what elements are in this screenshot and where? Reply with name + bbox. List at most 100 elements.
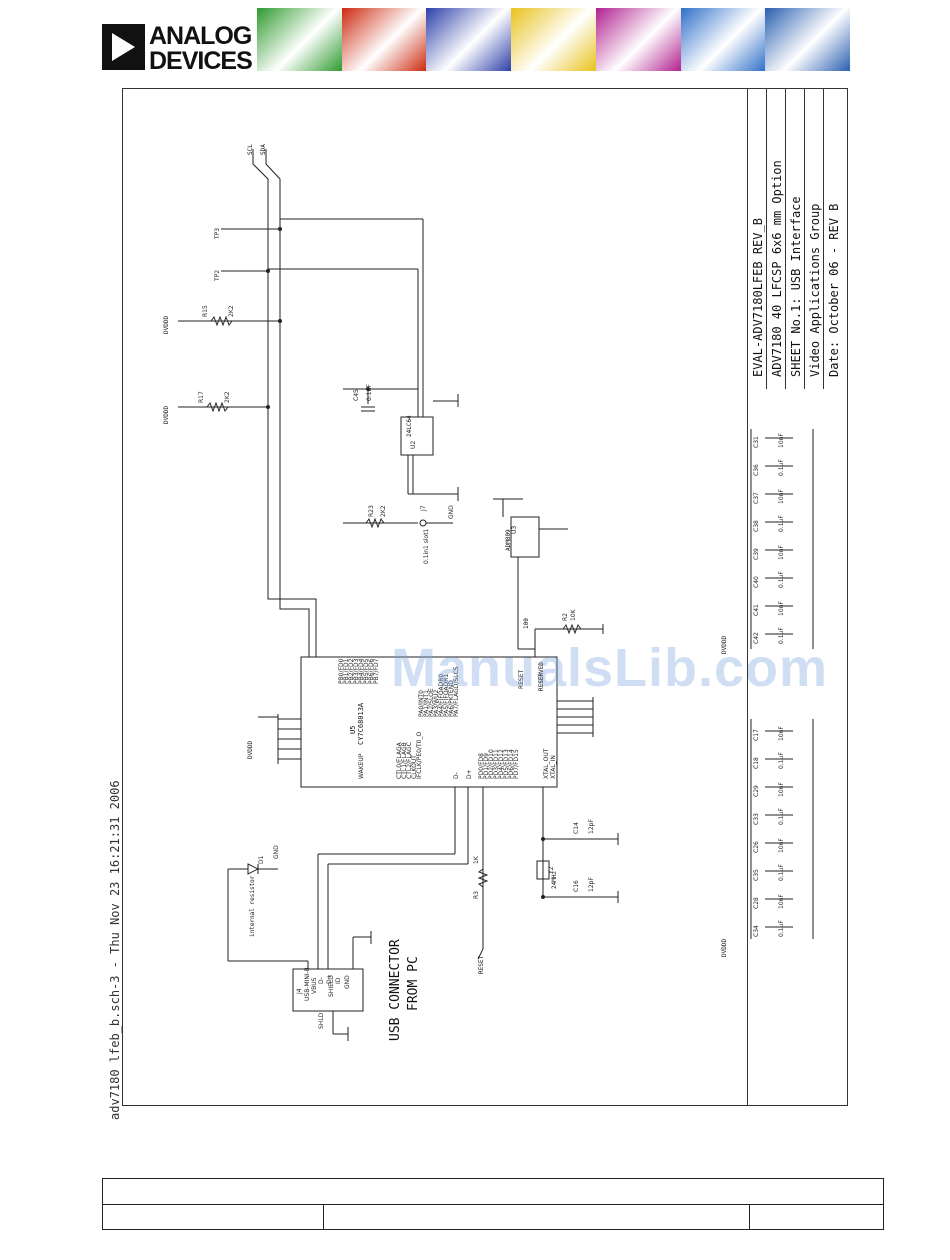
j4-id: ID: [335, 977, 342, 984]
u5-pin-ctl: CTL0/FLAGA: [396, 741, 403, 779]
u5-pin-pb: PB0/FD0: [338, 658, 345, 684]
cap-row-b-ref: C17: [753, 729, 760, 741]
u5-pin-pa: PA0/INT0: [418, 690, 425, 717]
dvddd-label-1: DVDDD: [163, 405, 170, 424]
cap-row-a-ref: C39: [753, 548, 760, 560]
tp2-label: TP2: [214, 270, 221, 282]
j4-ref: J4: [296, 988, 303, 995]
usb-connector-label: USB CONNECTOR: [388, 939, 403, 1041]
u3-part-label: ADM809: [505, 529, 512, 551]
u5-pin-pb: PB1/FD1: [343, 658, 350, 684]
u5-pin-ctl: IFCLK/PE0/T0_O: [416, 732, 423, 779]
cap-row-a-value: 10nF: [778, 545, 785, 560]
title-group: Video Applications Group: [808, 203, 822, 377]
tp3-label: TP3: [214, 228, 221, 240]
u5-pin-pa: PA3/WU2: [433, 689, 440, 717]
title-row-4: [805, 89, 824, 389]
schematic-drawing: PA0/INT0PA1/INT1PA2/SLOEPA3/WU2PA4/FIFOA…: [178, 149, 814, 1041]
u5-pin-pd: PD4/FD12: [498, 749, 505, 779]
j4-part: USB-MINI-B: [304, 967, 311, 1001]
r17-ref: R17: [198, 391, 205, 403]
j4-gnd: GND: [344, 975, 351, 989]
cap-row-a-value: 0.1uF: [778, 515, 785, 532]
u5-ref-label: U5: [349, 725, 357, 734]
banner-segment: [680, 8, 766, 71]
banner-segment: [257, 8, 342, 71]
c45-value: 0.1uF: [366, 384, 373, 401]
analog-devices-logo: ANALOG DEVICES: [100, 16, 253, 75]
u5-pin-ctl: CTL2/FLAGC: [406, 742, 413, 779]
cap-row-a-ref: C36: [753, 464, 760, 476]
u5-pin-pb: PB5/FD5: [363, 658, 370, 684]
u3-ref: U3: [511, 526, 518, 534]
u5-pin-pb: PB6/FD6: [368, 658, 375, 684]
title-row-2: [767, 89, 786, 389]
u5-pin-pd: PD7/FD15: [513, 749, 520, 779]
file-stamp: adv7180 lfeb_b.sch-3 - Thu Nov 23 16:21:…: [108, 780, 122, 1120]
u5-pin-pb: PB3/FD3: [353, 658, 360, 684]
j4-dm: D-: [318, 977, 325, 984]
r100-label: 100: [523, 618, 530, 629]
title-board-name: EVAL-ADV7180LFEB REV_B: [751, 218, 765, 377]
banner-segment: [341, 8, 427, 71]
r15-value: 2K2: [228, 305, 235, 317]
internal-resistor-label: internal resistor: [249, 875, 256, 937]
u5-pin-pa: PA2/SLOE: [428, 688, 435, 717]
r3-value: 1K: [473, 855, 480, 864]
u5-pin-pd: PD0/FD8: [478, 753, 485, 779]
u5-pin-pa: PA1/INT1: [423, 690, 430, 717]
banner-segment: [595, 8, 681, 71]
u5-pin-pb: PB4/FD4: [358, 658, 365, 684]
u5-pin-pd: PD5/FD13: [503, 749, 510, 779]
u5-pin-pd: PD3/FD11: [493, 749, 500, 779]
j4-dp: D+: [326, 974, 333, 984]
c45-ref: C45: [353, 389, 360, 401]
u5-pin-reset: RESET: [518, 669, 525, 689]
logo-line-2: DEVICES: [149, 47, 253, 75]
title-block: EVAL-ADV7180LFEB REV_B ADV7180 40 LFCSP …: [747, 89, 848, 1105]
c16-value: 12pF: [588, 877, 595, 892]
cap-row-b-ref: C28: [753, 897, 760, 909]
cap-row-a-ref: C37: [753, 492, 760, 504]
watermark-text: ManualsLib.com: [391, 638, 829, 698]
cap-row-b-ref: C18: [753, 757, 760, 769]
j4-shld: SHLD: [318, 1012, 325, 1029]
footer-table: [102, 1178, 884, 1230]
cap-row-b-value: 10nF: [778, 726, 785, 741]
dvddd-label-5: DVDDD: [721, 938, 728, 957]
u5-pin-wakeup: WAKEUP: [358, 753, 365, 779]
u5-pin-ctl: CLKOUT: [411, 755, 418, 779]
u5-pin-pb: PB2/FD2: [348, 658, 355, 684]
cap-row-a-value: 10nF: [778, 489, 785, 504]
banner-segment: [511, 8, 596, 71]
scl-label: SCL: [247, 144, 254, 155]
cap-row-b-ref: C26: [753, 841, 760, 853]
u5-pin-dplus: D+: [466, 769, 473, 779]
dvddd-label-3: DVDDD: [247, 740, 254, 759]
cap-row-b-value: 10nF: [778, 838, 785, 853]
reset-net-label: RESET: [478, 955, 485, 974]
y2-freq-label: 24MHz: [551, 870, 558, 889]
cap-row-b-value: 0.1uF: [778, 864, 785, 881]
c16-ref: C16: [573, 880, 580, 892]
cap-row-a-ref: C40: [753, 576, 760, 588]
cap-row-a-ref: C31: [753, 436, 760, 448]
u2-part-label: 24LC64: [406, 415, 413, 437]
r23-ref: R23: [368, 505, 375, 517]
cap-row-b-ref: C33: [753, 813, 760, 825]
u5-pin-pa: PA6/PKTEND: [448, 680, 455, 717]
u5-pin-pa: PA7/FLAGD/SLCS: [453, 666, 460, 717]
j4-shield: SHIELD: [328, 975, 335, 997]
banner-segment: [765, 8, 851, 71]
r3-ref: R3: [473, 891, 480, 899]
jumper-label: 0.1in1 slot1: [423, 528, 430, 564]
gnd-label: GND: [448, 505, 455, 519]
cap-row-a-value: 10nF: [778, 433, 785, 448]
r17-value: 2K2: [224, 391, 231, 403]
page-header: ANALOG DEVICES: [100, 8, 851, 75]
usb-from-pc-label: FROM PC: [406, 956, 421, 1011]
u5-pin-dminus: D-: [453, 772, 460, 779]
reserved-label: RESERVED: [538, 662, 545, 691]
cap-row-a-value: 0.1uF: [778, 627, 785, 644]
banner-segment: [426, 8, 512, 71]
